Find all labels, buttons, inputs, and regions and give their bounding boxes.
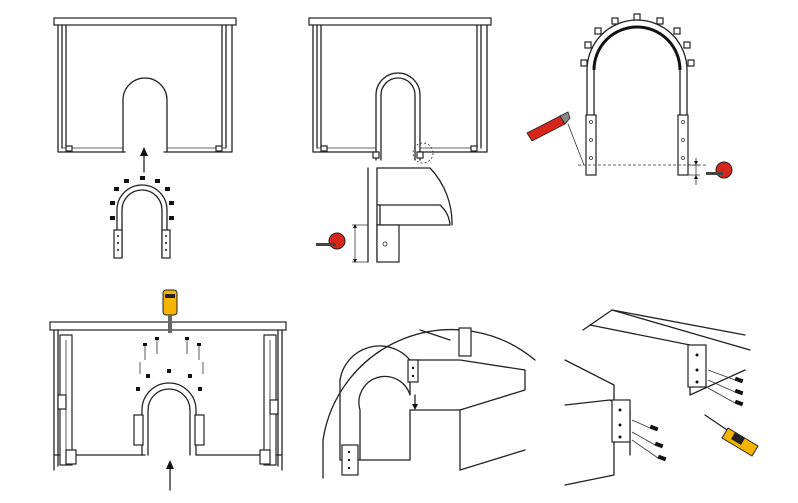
step-6-panel	[564, 309, 759, 486]
cabinet-frame	[308, 17, 492, 164]
step-2-panel	[308, 17, 492, 263]
step-4-panel	[49, 289, 287, 491]
utility-knife-icon	[526, 111, 585, 166]
insert-arrow	[166, 460, 174, 491]
u-drawer-frame	[339, 327, 526, 476]
top-joint	[589, 309, 746, 407]
arch-rail	[133, 369, 205, 456]
cabinet-frame	[49, 321, 287, 471]
arch-rails	[578, 13, 706, 185]
bottom-joint	[564, 399, 667, 462]
tape-measure-icon	[706, 161, 733, 179]
gap-detail	[352, 167, 453, 263]
step-3-panel	[526, 13, 733, 185]
arch-rail	[110, 176, 174, 259]
screws	[139, 337, 204, 374]
step-1-panel	[53, 17, 237, 259]
magnifier-outline	[322, 329, 536, 479]
cabinet-frame	[53, 17, 237, 153]
step-5-panel	[322, 327, 536, 479]
screwdriver-icon	[162, 289, 178, 333]
screwdriver-icon	[704, 414, 759, 457]
magnifier-outline	[564, 309, 751, 486]
tape-measure-icon	[316, 232, 346, 250]
insert-arrow	[140, 147, 148, 173]
